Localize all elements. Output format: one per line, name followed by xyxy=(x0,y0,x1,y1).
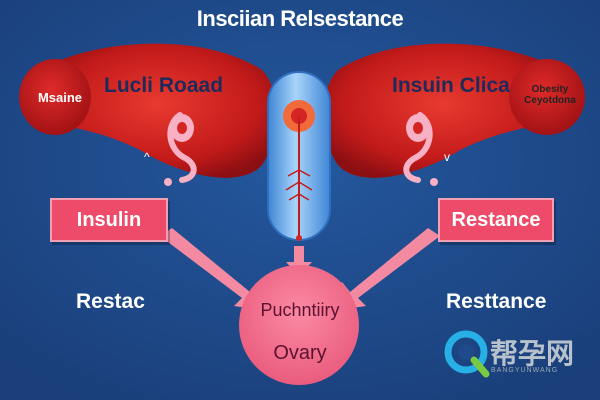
right-end-cap xyxy=(509,59,585,135)
left-end-cap xyxy=(19,59,91,135)
diagram-title: Insciian Relsestance xyxy=(196,6,404,31)
right-mark: v xyxy=(444,150,450,164)
left-small-dot xyxy=(164,178,172,186)
ovary-label-line1: Puchntiiry xyxy=(260,300,340,320)
watermark-subtitle: BANGYUNWANG xyxy=(491,367,559,374)
right-uterine-lobe xyxy=(323,43,560,178)
arrow-left-to-ovary xyxy=(160,228,262,310)
right-side-label: Resttance xyxy=(446,290,547,313)
left-lobe-label: Lucli Roaad xyxy=(104,74,224,97)
left-side-label: Restac xyxy=(76,290,145,313)
tube-bottom-dot xyxy=(296,235,302,241)
left-mark: ^ xyxy=(144,150,150,164)
arrow-right-to-ovary xyxy=(338,228,440,310)
watermark-logo xyxy=(444,330,490,378)
restance-box: Restance xyxy=(438,198,554,242)
right-cap-label: Obesity Ceyotdona xyxy=(524,84,576,106)
left-uterine-lobe xyxy=(40,43,277,178)
watermark-title: 帮孕网 xyxy=(490,337,575,370)
ovary-circle xyxy=(239,265,359,385)
right-lobe-label: Insuin Clica xyxy=(392,74,510,97)
ovary-label-line2: Ovary xyxy=(273,342,327,364)
tube-red-branches xyxy=(285,169,313,201)
right-small-dot xyxy=(430,178,438,186)
insulin-box: Insulin xyxy=(50,198,168,242)
left-cap-label: Msaine xyxy=(37,90,83,105)
left-pink-hook xyxy=(167,112,197,183)
right-pink-hook xyxy=(403,112,433,183)
